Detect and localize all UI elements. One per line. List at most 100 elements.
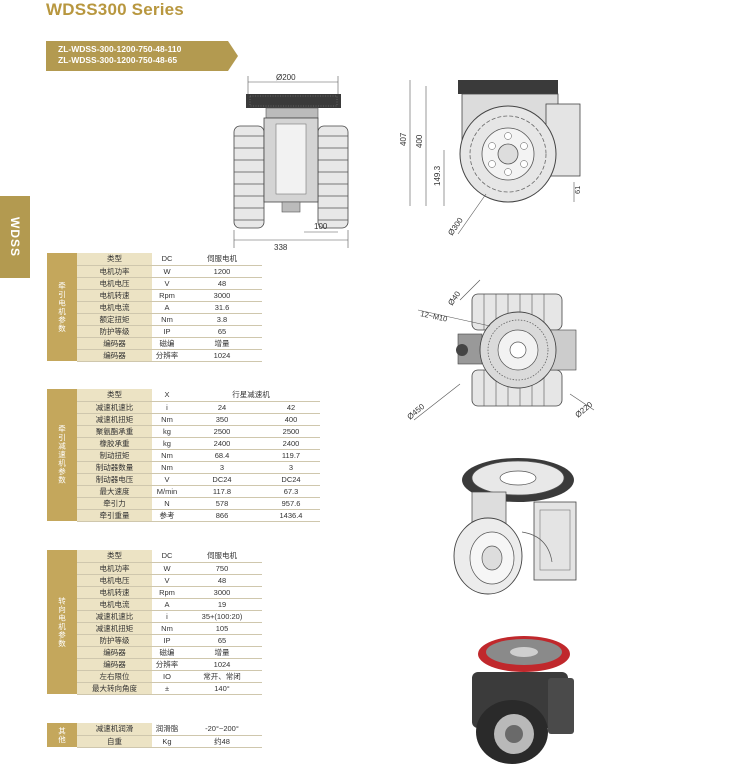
table-cell: 减速机速比 [77,610,152,623]
table-cell: 电机电压 [77,574,152,587]
table-cell: 2400 [262,437,320,450]
dim-h400: 400 [415,134,424,148]
table-cell: 65 [182,325,262,338]
table-category-label: 其他 [47,723,77,747]
table-cell: 957.6 [262,497,320,510]
table-cell: 编码器 [77,349,152,362]
table-cell: 减速机扭矩 [77,413,152,426]
table-row: 其他减速机润滑润滑脂-20°~200° [47,723,262,747]
table-cell: 制动扭矩 [77,449,152,462]
table-cell: 类型 [77,253,152,266]
table-cell: X [152,389,182,402]
table-cell: 3.8 [182,313,262,326]
table-cell: 1024 [182,658,262,671]
table-cell: 750 [182,562,262,575]
table-cell: 减速机速比 [77,401,152,414]
category-text: 转向电机参数 [57,596,67,648]
table-cell: 105 [182,622,262,635]
table-cell: 1200 [182,265,262,278]
table-cell: 3000 [182,289,262,302]
model-box: ZL-WDSS-300-1200-750-48-110 ZL-WDSS-300-… [46,41,238,71]
table-cell: 电机转速 [77,289,152,302]
table-cell: 140° [182,682,262,695]
side-view-drawing: 407 400 149.3 61 Ø300 [399,80,582,237]
table-cell: A [152,598,182,611]
table-cell: 35+(100:20) [182,610,262,623]
table-cell: 约48 [182,735,262,748]
table-cell: 1436.4 [262,509,320,522]
table-cell: 聚氨酯承重 [77,425,152,438]
top-view-drawing: Ø40 12~M10 Ø450 Ø220 [406,279,595,422]
table-cell: 编码器 [77,646,152,659]
table-row: 最大转向角度±140° [47,682,262,695]
table-cell: 2400 [182,437,262,450]
table-cell: 行星减速机 [182,389,320,402]
table-cell: 400 [262,413,320,426]
table-cell: 润滑脂 [152,723,182,736]
table-cell: 制动器电压 [77,473,152,486]
model-number-2: ZL-WDSS-300-1200-750-48-65 [58,55,178,65]
table-cell: 19 [182,598,262,611]
isometric-drawing [453,458,577,595]
table-cell: 电机电流 [77,598,152,611]
table-cell: 866 [182,509,262,522]
table-cell: Rpm [152,586,182,599]
side-tab-label: WDSS [8,217,22,257]
table-cell: V [152,277,182,290]
table-cell: 3 [262,461,320,474]
table-cell: 磁编 [152,646,182,659]
table-cell: Rpm [152,289,182,302]
table-cell: Nm [152,449,182,462]
table-cell: 电机电压 [77,277,152,290]
side-tab: WDSS [0,196,30,278]
table-cell: DC [152,550,182,563]
table-cell: 伺服电机 [182,550,262,563]
table-cell: 磁编 [152,337,182,350]
table-cell: 1024 [182,349,262,362]
table-cell: i [152,610,182,623]
table-cell: ± [152,682,182,695]
table-cell: Nm [152,461,182,474]
table-cell: 电机转速 [77,586,152,599]
table-cell: 牵引重量 [77,509,152,522]
table-cell: 68.4 [182,449,262,462]
table-cell: 24 [182,401,262,414]
table-cell: W [152,265,182,278]
table-cell: 减速机润滑 [77,723,152,736]
table-cell: 2500 [262,425,320,438]
category-text: 其他 [57,726,67,744]
table-cell: 3000 [182,586,262,599]
table-cell: 自重 [77,735,152,748]
table-cell: 制动器数量 [77,461,152,474]
table-cell: 48 [182,277,262,290]
table-cell: Kg [152,735,182,748]
table-cell: 2500 [182,425,262,438]
product-photo [472,636,574,764]
dim-w338: 338 [274,243,288,252]
dim-m10: 12~M10 [420,309,449,323]
dim-d200: Ø200 [276,73,296,82]
table-cell: 3 [182,461,262,474]
table-cell: Nm [152,313,182,326]
table-row: 编码器磁编增量 [47,337,262,350]
